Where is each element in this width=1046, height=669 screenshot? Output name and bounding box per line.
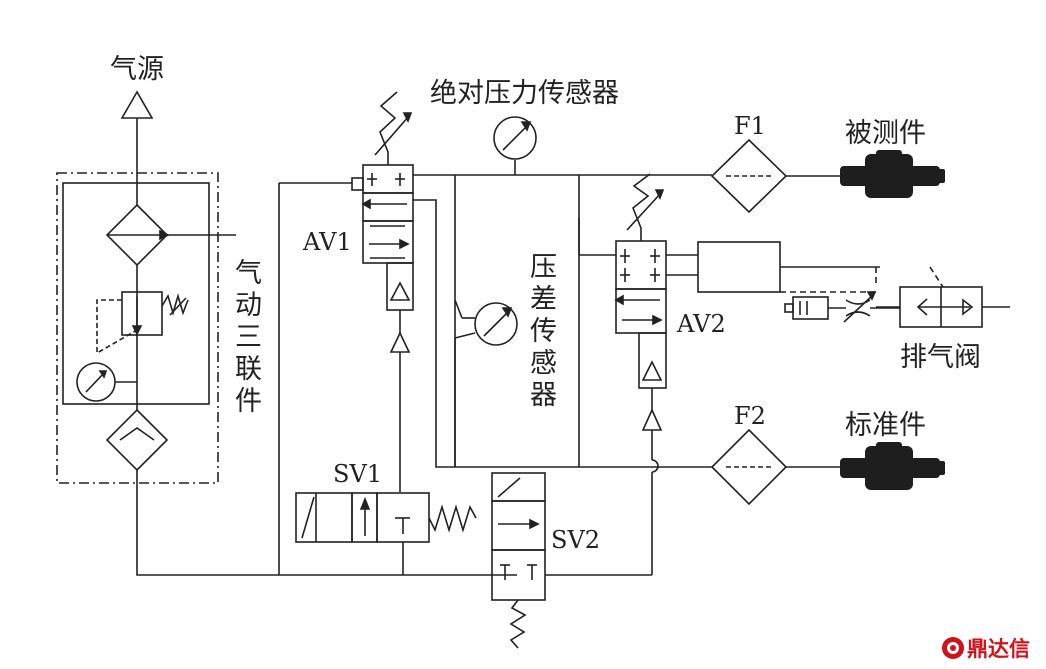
sv1-label: SV1 [333,460,382,488]
abs-pressure-sensor [493,116,537,160]
svg-text:差: 差 [530,284,557,315]
svg-text:感: 感 [530,348,557,379]
f2-label: F2 [734,402,766,430]
standard-part-label: 标准件 [845,410,926,441]
svg-text:气: 气 [235,258,262,289]
svg-text:压: 压 [530,252,557,283]
exhaust-valve [784,266,1010,328]
sv2-label: SV2 [551,526,600,554]
svg-text:件: 件 [235,386,262,417]
filter-f1 [710,138,840,214]
diff-pressure-sensor-label: 压 差 传 感 器 [530,252,557,411]
svg-text:传: 传 [530,316,557,347]
watermark-logo [942,637,964,659]
av1-label: AV1 [302,228,352,256]
abs-pressure-sensor-label: 绝对压力传感器 [430,78,619,109]
lubricator-symbol [105,408,169,472]
svg-text:三: 三 [235,322,262,353]
exhaust-valve-label: 排气阀 [900,342,981,373]
filter-symbol [105,203,236,267]
regulator-symbol [96,291,189,355]
sv2-valve [491,472,546,649]
svg-text:器: 器 [530,380,557,411]
standard-part-shape [840,442,945,490]
filter-f2 [710,428,840,506]
frl-unit-label: 气 动 三 联 件 [235,258,262,417]
f1-label: F1 [734,112,766,140]
av2-valve [614,173,667,575]
svg-text:动: 动 [235,290,262,321]
watermark-text: 鼎达信 [967,637,1030,661]
test-part-shape [840,150,945,198]
sv1-valve [295,492,477,575]
air-source-label: 气源 [110,54,164,85]
av2-label: AV2 [676,310,726,338]
diff-pressure-sensor [454,302,518,346]
svg-text:联: 联 [235,354,262,385]
test-part-label: 被测件 [845,118,926,149]
air-source-symbol [120,90,154,205]
pressure-gauge-frl [76,362,137,402]
av1-valve [351,91,414,492]
frl-unit [56,172,236,484]
